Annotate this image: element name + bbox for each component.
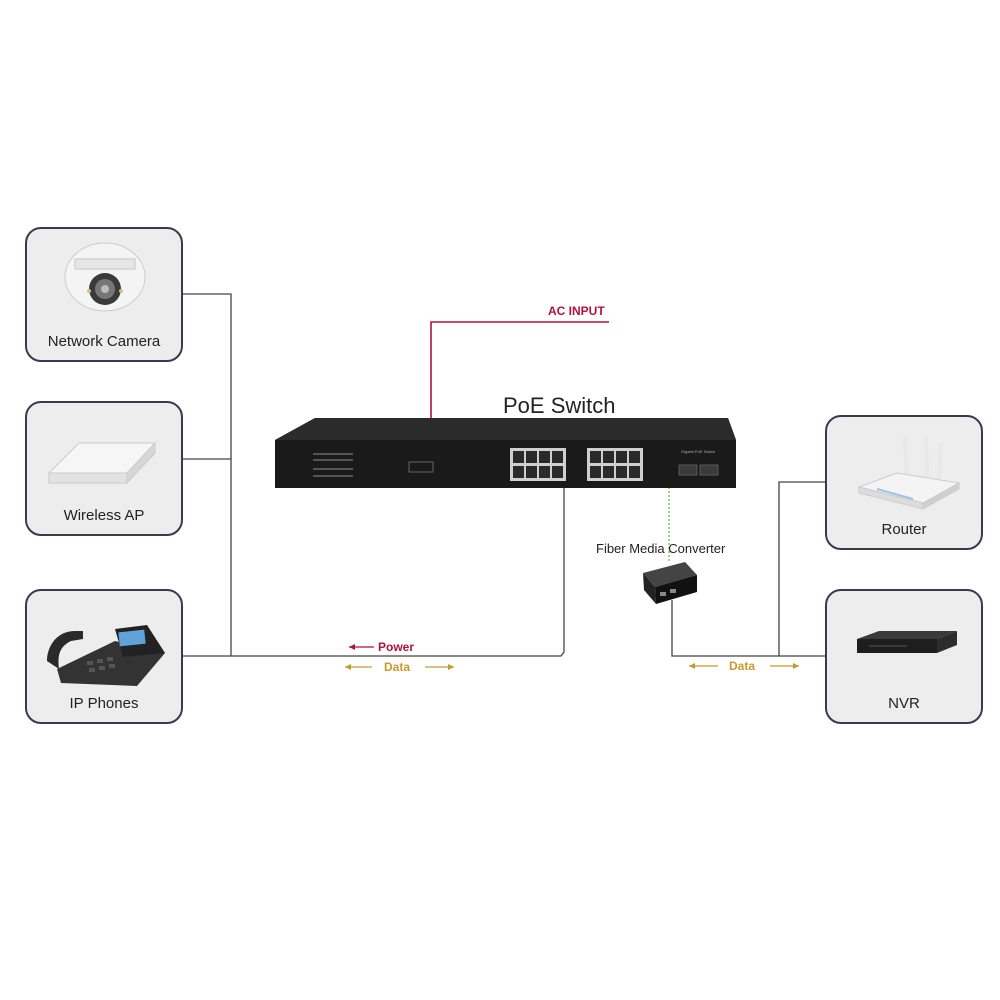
router-connector [778,481,825,656]
switch-badge: Gigabit PoE Switch [681,449,716,454]
converter-connector [671,600,825,657]
switch-title: PoE Switch [503,393,616,418]
data-label-right: Data [729,659,756,673]
data-label-left: Data [384,660,411,674]
data-arrow-right [689,663,799,669]
power-arrow [349,644,374,650]
nvr-card: NVR [825,589,983,724]
phone-connector [183,482,565,657]
router-icon [857,434,961,510]
wireless-ap-label: Wireless AP [63,507,145,524]
ac-input-line [430,321,609,418]
router-card: Router [825,415,983,550]
ac-input-label: AC INPUT [548,304,605,318]
access-point-icon [47,441,157,485]
wireless-ap-card: Wireless AP [25,401,183,536]
power-label: Power [378,640,415,654]
router-label: Router [881,521,927,538]
ip-phones-label: IP Phones [69,695,139,712]
network-camera-card: Network Camera [25,227,183,362]
ip-phone-icon [47,625,165,686]
data-arrow-left [345,664,454,670]
nvr-icon [857,631,957,653]
nvr-label: NVR [888,695,920,712]
fiber-converter-label: Fiber Media Converter [596,541,726,556]
camera-connector [183,293,232,656]
dome-camera-icon [64,242,146,312]
network-camera-label: Network Camera [47,333,161,350]
ip-phones-card: IP Phones [25,589,183,724]
